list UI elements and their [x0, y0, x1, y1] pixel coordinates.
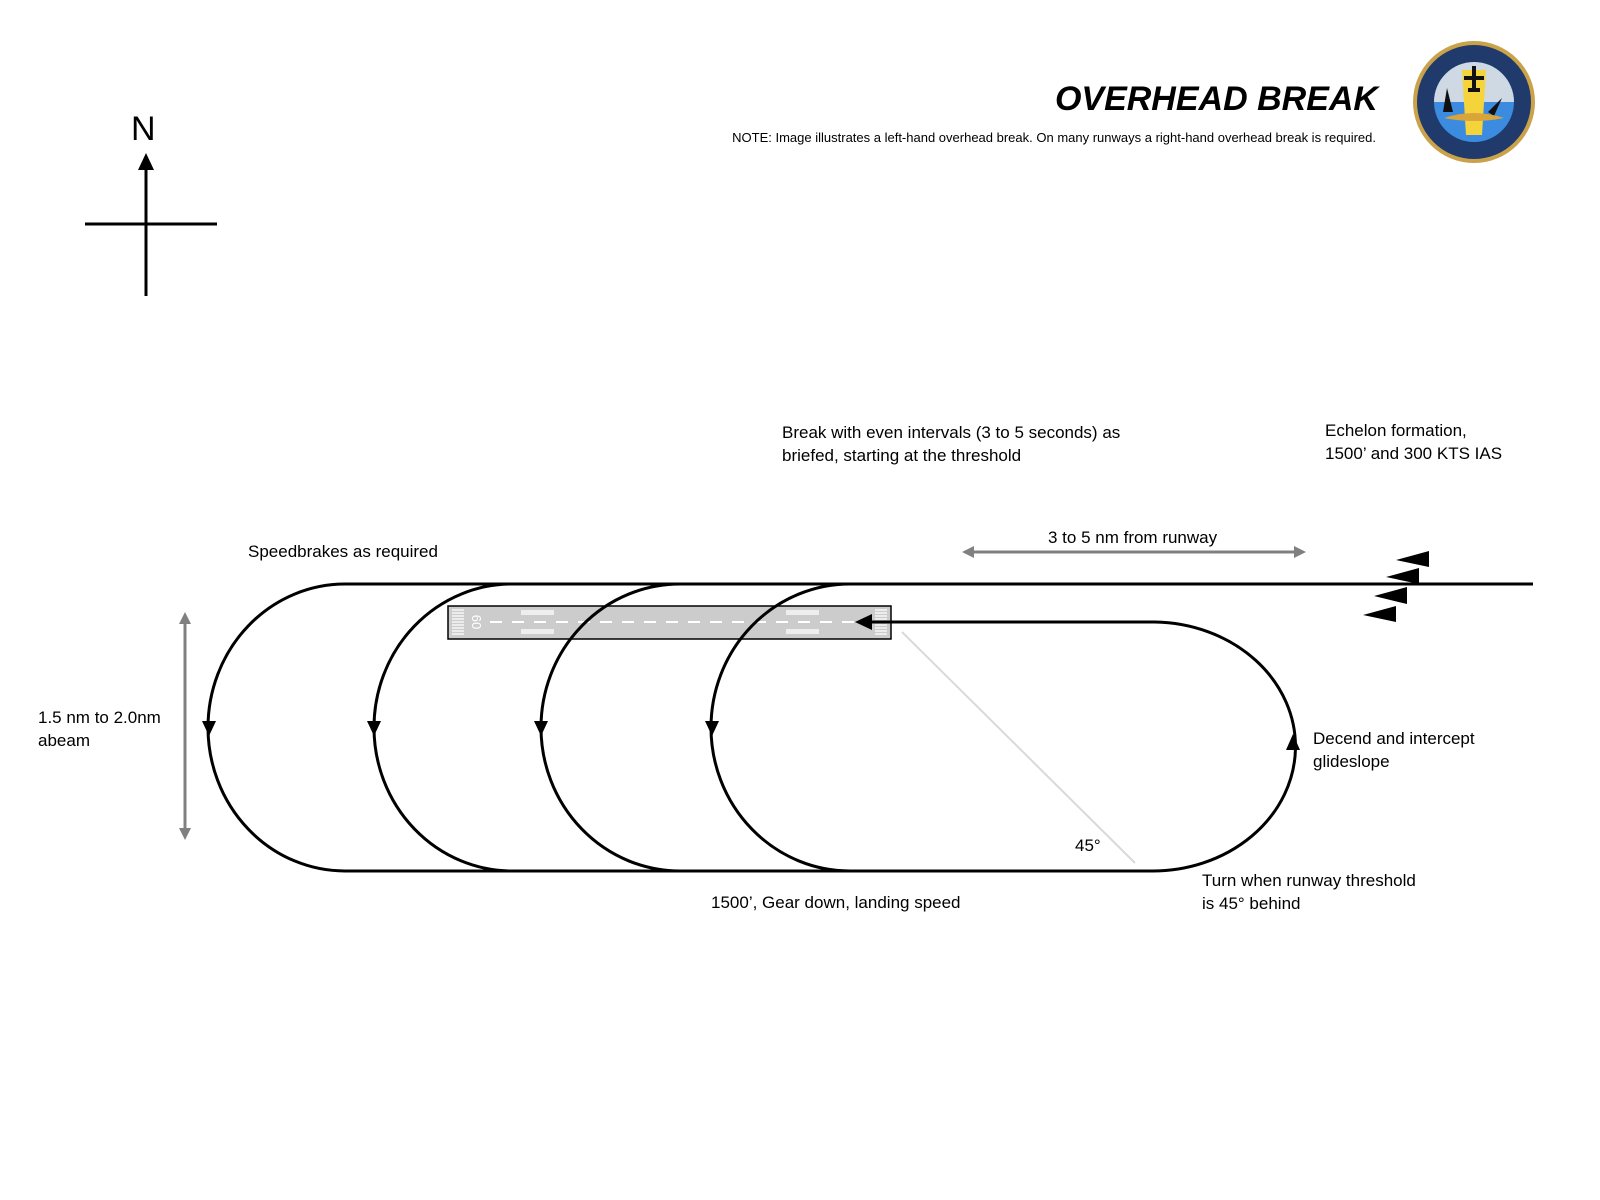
note-text: NOTE: Image illustrates a left-hand over… — [732, 130, 1376, 145]
speedbrakes-label: Speedbrakes as required — [248, 542, 438, 561]
distance-label: 3 to 5 nm from runway — [1048, 528, 1218, 547]
abeam-label-line2: abeam — [38, 731, 90, 750]
break-label: Break with even intervals (3 to 5 second… — [782, 421, 1120, 467]
turn-label-line2: is 45° behind — [1202, 894, 1301, 913]
runway-number: 09 — [469, 615, 484, 629]
left-arrow-icon — [855, 614, 872, 630]
turn-label: Turn when runway threshold is 45° behind — [1202, 869, 1416, 915]
runway — [447, 605, 892, 640]
break-label-line2: briefed, starting at the threshold — [782, 446, 1022, 465]
echelon-label: Echelon formation, 1500’ and 300 KTS IAS — [1325, 419, 1502, 465]
descend-label-line1: Decend and intercept — [1313, 729, 1475, 748]
downwind-label: 1500’, Gear down, landing speed — [711, 893, 961, 912]
echelon-label-line1: Echelon formation, — [1325, 421, 1467, 440]
down-arrow-icon — [705, 721, 719, 736]
angle-label: 45° — [1075, 836, 1101, 855]
up-arrow-icon — [1286, 734, 1300, 750]
master-arms-logo — [1413, 41, 1535, 163]
north-compass — [85, 153, 217, 296]
abeam-label: 1.5 nm to 2.0nm abeam — [38, 706, 161, 752]
echelon-label-line2: 1500’ and 300 KTS IAS — [1325, 444, 1503, 463]
45-degree-sightline — [901, 631, 1136, 864]
break-label-line1: Break with even intervals (3 to 5 second… — [782, 423, 1121, 442]
direction-arrows — [202, 614, 1300, 750]
north-label: N — [131, 110, 156, 148]
descend-label: Decend and intercept glideslope — [1313, 727, 1475, 773]
turn-label-line1: Turn when runway threshold — [1202, 871, 1416, 890]
north-arrow-icon — [138, 153, 154, 170]
echelon-formation-icons — [1363, 551, 1429, 622]
descend-label-line2: glideslope — [1313, 752, 1390, 771]
abeam-label-line1: 1.5 nm to 2.0nm — [38, 708, 161, 727]
down-arrow-icon — [367, 721, 381, 736]
down-arrow-icon — [202, 721, 216, 736]
page-title: OVERHEAD BREAK — [1054, 80, 1378, 118]
down-arrow-icon — [534, 721, 548, 736]
